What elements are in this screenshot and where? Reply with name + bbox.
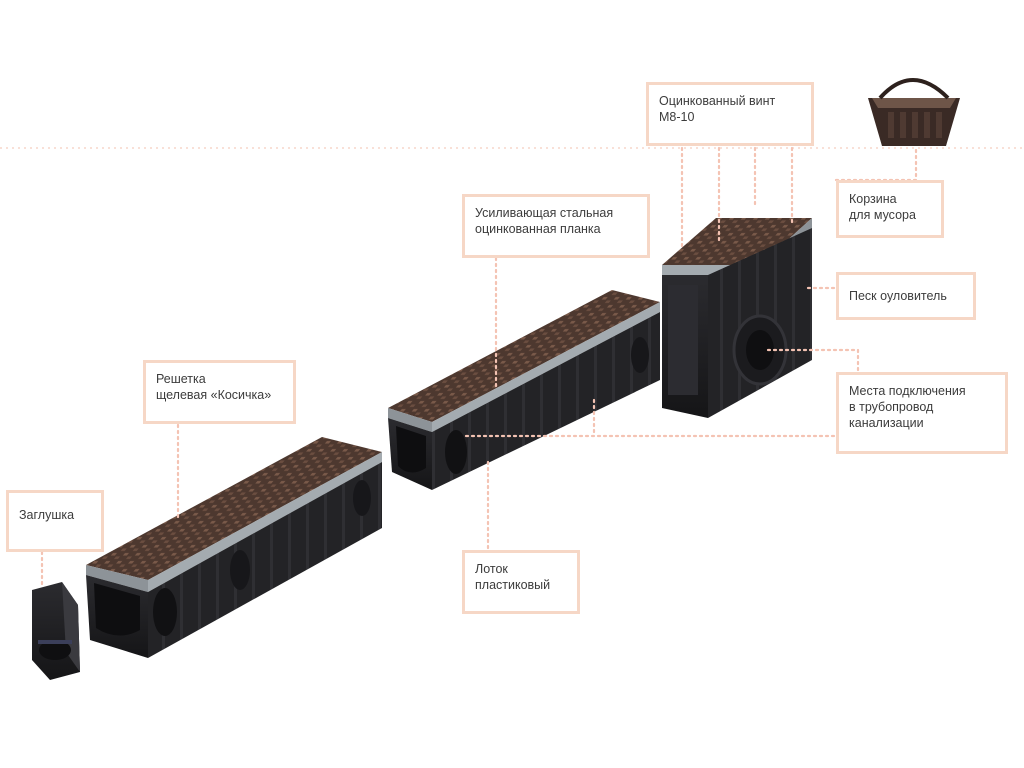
callout-sand-trap-text: Песк оуловитель <box>849 289 947 303</box>
end-plug-illustration <box>32 582 80 680</box>
basket-illustration <box>868 78 960 146</box>
sand-trap-illustration <box>662 218 812 418</box>
callout-connection-line3: канализации <box>849 416 924 430</box>
callout-screw-line1: Оцинкованный винт <box>659 94 776 108</box>
callout-steel-bar-line1: Усиливающая стальная <box>475 206 614 220</box>
callout-steel-bar: Усиливающая стальная оцинкованная планка <box>462 194 650 258</box>
callout-connection-line2: в трубопровод <box>849 400 934 414</box>
callout-grate-line2: щелевая «Косичка» <box>156 388 272 402</box>
callout-steel-bar-line2: оцинкованная планка <box>475 222 601 236</box>
callout-plug: Заглушка <box>6 490 104 552</box>
tray-2-illustration <box>388 290 660 490</box>
callout-screw: Оцинкованный винт М8-10 <box>646 82 814 146</box>
callout-connection: Места подключения в трубопровод канализа… <box>836 372 1008 454</box>
callout-sand-trap: Песк оуловитель <box>836 272 976 320</box>
callout-tray: Лоток пластиковый <box>462 550 580 614</box>
callout-basket-line1: Корзина <box>849 192 897 206</box>
callout-connection-line1: Места подключения <box>849 384 966 398</box>
callout-basket: Корзина для мусора <box>836 180 944 238</box>
callout-screw-line2: М8-10 <box>659 110 695 124</box>
callout-tray-line2: пластиковый <box>475 578 551 592</box>
callout-plug-text: Заглушка <box>19 508 75 522</box>
tray-1-illustration <box>86 437 382 658</box>
callout-grate: Решетка щелевая «Косичка» <box>143 360 296 424</box>
callout-tray-line1: Лоток <box>475 562 508 576</box>
callout-grate-line1: Решетка <box>156 372 206 386</box>
callout-basket-line2: для мусора <box>849 208 916 222</box>
